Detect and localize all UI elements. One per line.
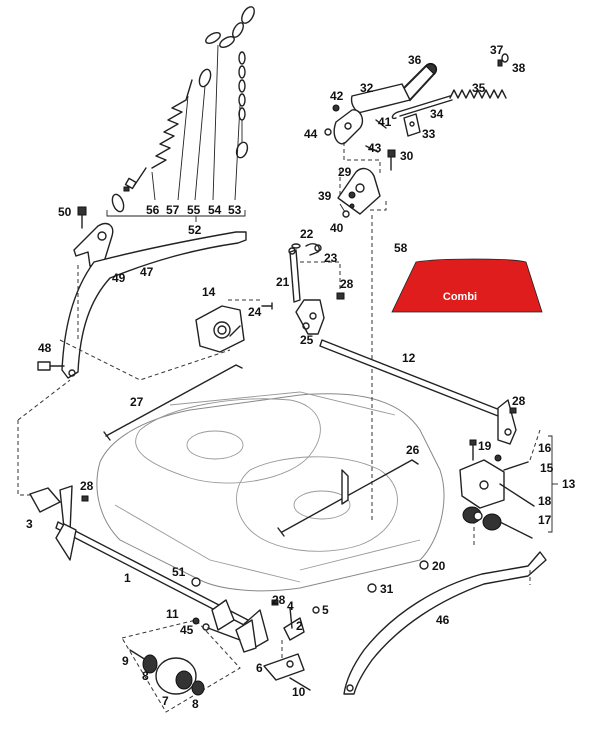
label-8-b: 8 <box>192 697 199 711</box>
right-bracket-assembly <box>459 429 558 545</box>
label-33: 33 <box>422 127 436 141</box>
chain-links <box>235 51 249 159</box>
label-28-c: 28 <box>512 394 526 408</box>
label-5: 5 <box>322 603 329 617</box>
label-37: 37 <box>490 43 504 57</box>
label-12: 12 <box>402 351 416 365</box>
label-19: 19 <box>478 439 492 453</box>
label-35: 35 <box>472 81 486 95</box>
label-13: 13 <box>562 477 576 491</box>
label-2: 2 <box>296 619 303 633</box>
nut-5 <box>312 606 320 614</box>
bolt-28-right <box>509 407 517 414</box>
lift-arm-left <box>61 231 247 379</box>
label-28-b: 28 <box>340 277 354 291</box>
label-29: 29 <box>338 165 352 179</box>
sticker-text: Combi <box>443 291 477 303</box>
label-46: 46 <box>436 613 450 627</box>
gauge-wheel <box>121 617 241 713</box>
tension-spring <box>123 79 193 192</box>
label-45: 45 <box>180 623 194 637</box>
label-48: 48 <box>38 341 52 355</box>
label-32: 32 <box>360 81 374 95</box>
front-link <box>263 607 311 691</box>
handle-assembly <box>324 53 509 218</box>
label-28-a: 28 <box>80 479 94 493</box>
label-42: 42 <box>330 89 344 103</box>
label-47: 47 <box>140 265 154 279</box>
nut-31 <box>367 583 377 593</box>
label-43: 43 <box>368 141 382 155</box>
label-27: 27 <box>130 395 144 409</box>
label-20: 20 <box>432 559 446 573</box>
label-55: 55 <box>187 203 201 217</box>
center-linkage <box>261 243 345 335</box>
nut-51 <box>191 577 201 587</box>
lift-arm-right <box>343 551 547 695</box>
label-23: 23 <box>324 251 338 265</box>
label-25: 25 <box>300 333 314 347</box>
label-40: 40 <box>330 221 344 235</box>
label-22: 22 <box>300 227 314 241</box>
label-16: 16 <box>538 441 552 455</box>
label-1: 1 <box>124 571 131 585</box>
label-11: 11 <box>166 607 179 621</box>
front-axle <box>29 485 269 653</box>
label-44: 44 <box>304 127 318 141</box>
label-51: 51 <box>172 565 186 579</box>
label-53: 53 <box>228 203 242 217</box>
label-18: 18 <box>538 494 552 508</box>
label-56: 56 <box>146 203 160 217</box>
pivot-bracket <box>195 305 245 353</box>
label-49: 49 <box>112 271 126 285</box>
rod-26 <box>277 459 419 537</box>
label-9: 9 <box>122 654 129 668</box>
label-24: 24 <box>248 305 262 319</box>
label-15: 15 <box>540 461 554 475</box>
part-labels: 1 2 3 4 5 6 7 8 8 9 10 11 12 13 14 15 16… <box>26 43 576 711</box>
label-58: 58 <box>394 241 408 255</box>
label-26: 26 <box>406 443 420 457</box>
label-30: 30 <box>400 149 414 163</box>
label-31: 31 <box>380 582 394 596</box>
label-3: 3 <box>26 517 33 531</box>
nut-20 <box>419 560 429 570</box>
label-4: 4 <box>287 599 294 613</box>
label-28-d: 28 <box>272 593 286 607</box>
bolt-48 <box>37 361 65 371</box>
cross-shaft <box>319 339 517 445</box>
label-52: 52 <box>188 223 202 237</box>
rod-27 <box>103 364 243 441</box>
label-6: 6 <box>256 661 263 675</box>
bolt-28-front <box>271 599 279 606</box>
label-10: 10 <box>292 685 306 699</box>
label-14: 14 <box>202 285 216 299</box>
combi-sticker: Combi <box>391 258 543 313</box>
label-38: 38 <box>512 61 526 75</box>
chain-assembly <box>106 6 255 222</box>
label-50: 50 <box>58 205 72 219</box>
mower-deck <box>96 391 445 592</box>
label-17: 17 <box>538 513 552 527</box>
label-54: 54 <box>208 203 222 217</box>
label-34: 34 <box>430 107 444 121</box>
label-21: 21 <box>276 275 290 289</box>
label-36: 36 <box>408 53 422 67</box>
label-8-a: 8 <box>142 669 149 683</box>
label-41: 41 <box>378 115 392 129</box>
label-57: 57 <box>166 203 180 217</box>
bolt-28-left <box>81 495 89 502</box>
label-7: 7 <box>162 694 169 708</box>
label-39: 39 <box>318 189 332 203</box>
